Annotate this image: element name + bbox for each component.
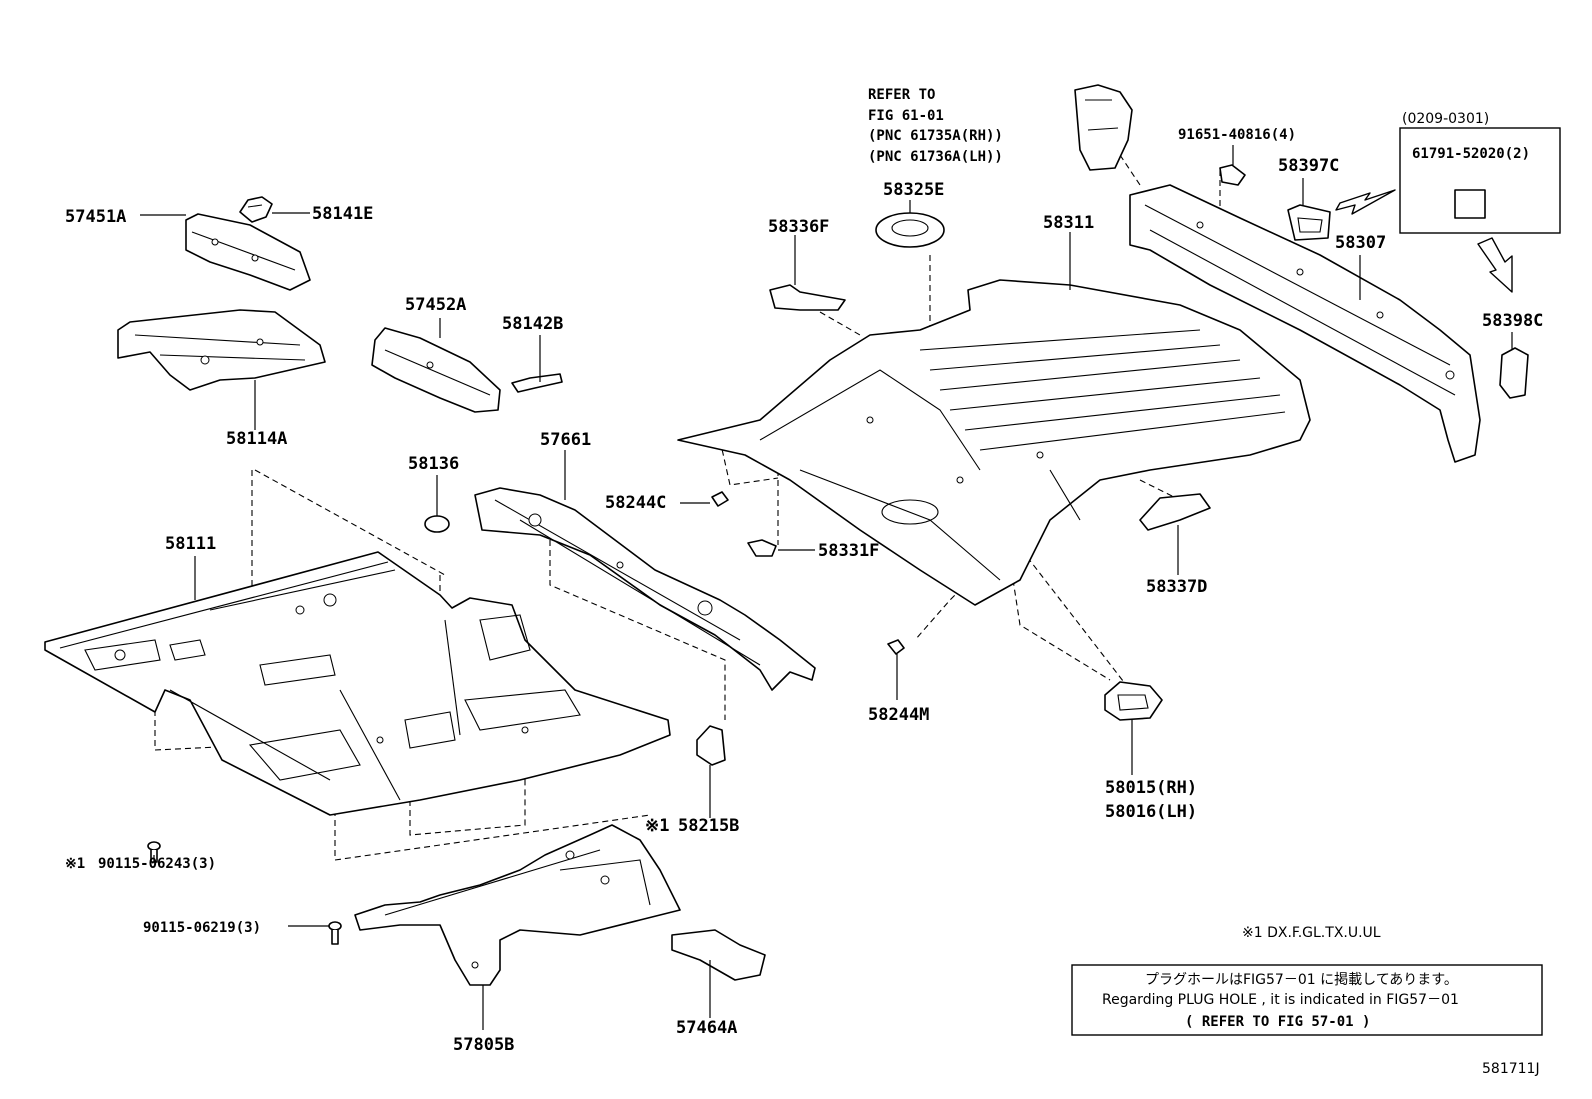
label-58398c: 58398C <box>1482 311 1543 331</box>
refer-line-4: (PNC 61736A(LH)) <box>868 149 1003 165</box>
label-90115-06243-mark: ※1 <box>65 856 85 872</box>
footnote-applicability: ※1 DX.F.GL.TX.U.UL <box>1242 925 1381 941</box>
label-58311: 58311 <box>1043 213 1094 233</box>
label-58244c: 58244C <box>605 493 666 513</box>
label-90115-06219: 90115-06219(3) <box>143 920 261 936</box>
note-line-jp: プラグホールはFIG57－01 に掲載してあります。 <box>1145 972 1458 988</box>
label-57451a: 57451A <box>65 207 126 227</box>
leader-lines <box>140 145 1513 1030</box>
bolt-90115-06219 <box>328 921 342 945</box>
part-58142b-bracket <box>511 373 563 393</box>
label-58141e: 58141E <box>312 204 373 224</box>
part-58244c-clip <box>711 491 729 507</box>
arrow-to-58397c-icon <box>1335 189 1396 215</box>
label-sticker-icon <box>1454 189 1486 219</box>
part-57661-side-member <box>474 487 816 691</box>
part-58337d-bracket <box>1139 493 1211 531</box>
part-58331f-bracket <box>747 539 777 557</box>
arrow-to-58398c-icon <box>1477 237 1513 293</box>
note-line-en: Regarding PLUG HOLE , it is indicated in… <box>1102 992 1459 1008</box>
label-57452a: 57452A <box>405 295 466 315</box>
label-58111: 58111 <box>165 534 216 554</box>
part-58336f-bracket <box>769 284 846 311</box>
label-57464a: 57464A <box>676 1018 737 1038</box>
part-58136-plug <box>424 515 450 533</box>
label-58307: 58307 <box>1335 233 1386 253</box>
label-90115-06243: 90115-06243(3) <box>98 856 216 872</box>
figure-code: 581711J <box>1482 1061 1540 1077</box>
plug-hole-note-box <box>1071 964 1543 1036</box>
part-58015-58016-hole-cover <box>1104 681 1163 721</box>
part-57805b-reinforcement <box>354 824 681 986</box>
bolt-91651-40816 <box>1219 164 1246 186</box>
label-58015: 58015(RH) <box>1105 778 1197 798</box>
label-58016: 58016(LH) <box>1105 802 1197 822</box>
part-57451a-reinforcement <box>185 213 311 291</box>
part-pillar-reference <box>1074 84 1133 171</box>
label-57661: 57661 <box>540 430 591 450</box>
part-58325e-grommet <box>875 212 945 248</box>
label-58337d: 58337D <box>1146 577 1207 597</box>
refer-line-3: (PNC 61735A(RH)) <box>868 128 1003 144</box>
part-58398c-cover <box>1499 347 1529 399</box>
part-58307-cross-member <box>1129 184 1481 463</box>
label-58215b-mark: ※1 <box>645 816 669 836</box>
label-57805b: 57805B <box>453 1035 514 1055</box>
label-58336f: 58336F <box>768 217 829 237</box>
note-line-ref: ( REFER TO FIG 57-01 ) <box>1185 1014 1370 1030</box>
part-58141e-bracket <box>239 196 273 223</box>
part-58244m-clip <box>887 639 905 655</box>
label-58114a: 58114A <box>226 429 287 449</box>
label-58136: 58136 <box>408 454 459 474</box>
label-58331f: 58331F <box>818 541 879 561</box>
part-58111-front-floor-pan <box>44 551 671 816</box>
part-57464a-bracket <box>671 929 766 981</box>
label-date-range: (0209-0301) <box>1402 111 1489 127</box>
label-58397c: 58397C <box>1278 156 1339 176</box>
label-58215b: 58215B <box>678 816 739 836</box>
part-58215b-bracket <box>696 725 726 766</box>
label-61791-52020: 61791-52020(2) <box>1412 146 1530 162</box>
refer-line-1: REFER TO <box>868 87 935 103</box>
label-58244m: 58244M <box>868 705 929 725</box>
refer-line-2: FIG 61-01 <box>868 108 944 124</box>
part-58311-rear-floor-pan <box>677 279 1311 606</box>
part-58397c-cover <box>1287 204 1331 241</box>
part-57452a-reinforcement <box>371 327 501 413</box>
part-58114a-floor-pan-front <box>117 309 326 391</box>
label-58325e: 58325E <box>883 180 944 200</box>
label-91651-40816: 91651-40816(4) <box>1178 127 1296 143</box>
label-58142b: 58142B <box>502 314 563 334</box>
